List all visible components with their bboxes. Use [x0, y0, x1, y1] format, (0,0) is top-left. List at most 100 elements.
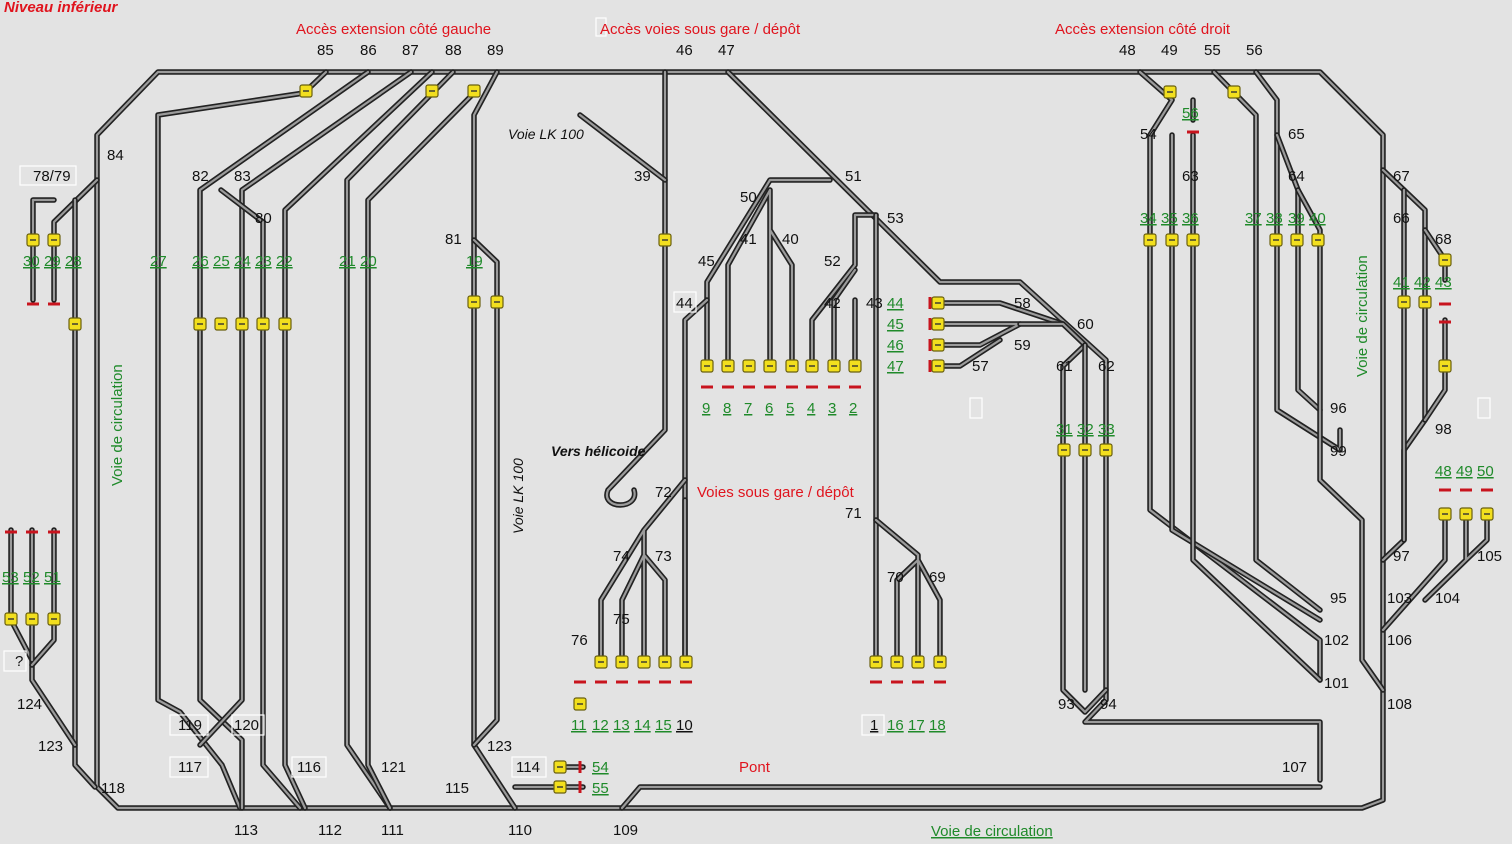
track-label: 18	[929, 717, 946, 734]
label-voie-circulation-bottom: Voie de circulation	[931, 823, 1053, 840]
track-label: 28	[65, 253, 82, 270]
track-label: 55	[592, 780, 609, 797]
turnout-label: 96	[1330, 400, 1347, 417]
turnout-label: 113	[234, 822, 258, 839]
track-label: 52	[23, 569, 40, 586]
track-segment	[365, 90, 477, 811]
track-segment-inner	[1296, 188, 1385, 692]
track-segment	[1211, 69, 1323, 613]
turnout-label: 109	[613, 822, 638, 839]
turnout-label: 118	[101, 780, 125, 797]
buffer-stops	[5, 130, 1493, 793]
label-frame	[1477, 397, 1491, 419]
turnout-label: 84	[107, 147, 124, 164]
turnout-label: 111	[381, 822, 404, 839]
track-label: 21	[339, 253, 356, 270]
turnout-label: 93	[1058, 696, 1075, 713]
turnout-label: 39	[634, 168, 651, 185]
turnout-label: 117	[178, 759, 202, 776]
track-label: 1	[870, 717, 878, 734]
track-segment-inner	[1381, 168, 1427, 562]
track-label: 44	[887, 295, 904, 312]
track-label: 43	[1435, 274, 1452, 291]
label-frame	[673, 291, 697, 313]
label-voie-circulation-right: Voie de circulation	[1354, 255, 1371, 377]
track-label: 26	[192, 253, 209, 270]
label-frame	[169, 756, 209, 778]
track-label: 46	[887, 337, 904, 354]
track-label: 5	[786, 400, 794, 417]
label-voie-circulation-left: Voie de circulation	[109, 364, 126, 486]
track-segment	[30, 197, 57, 303]
track-segment	[619, 784, 1323, 811]
track-segment-inner	[1423, 518, 1489, 602]
track-label: 34	[1140, 210, 1157, 227]
track-label: 8	[723, 400, 731, 417]
track-label: 51	[44, 569, 61, 586]
track-label: 6	[765, 400, 773, 417]
turnout-label: 110	[508, 822, 532, 839]
turnout-label: 62	[1098, 358, 1115, 375]
track-label: 31	[1056, 421, 1073, 438]
track-segment-inner	[874, 518, 942, 662]
label-boxes	[3, 17, 1491, 778]
track-segment-inner	[1254, 70, 1342, 452]
track-label: 11	[571, 717, 587, 734]
turnout-label: 61	[1056, 358, 1073, 375]
track-label: 29	[44, 253, 61, 270]
turnout-label: 98	[1435, 421, 1452, 438]
turnout-label: 74	[613, 548, 630, 565]
turnout-label: 46	[676, 42, 693, 59]
track-segment-inner	[283, 70, 434, 810]
track-labels: 30 29 28 27 26 25 24 23 22 21 20 19 9 8 …	[2, 105, 1494, 797]
track-label: 19	[466, 253, 483, 270]
track-label: 25	[213, 253, 230, 270]
turnout-label: 99	[1330, 443, 1347, 460]
label-frame	[511, 756, 547, 778]
track-label: 53	[2, 569, 19, 586]
track-segment-inner	[366, 91, 476, 810]
track-label: 35	[1161, 210, 1178, 227]
turnout-label: ?	[15, 653, 23, 670]
turnout-label: 58	[1014, 295, 1031, 312]
track-segment	[471, 237, 500, 748]
track-segment	[873, 517, 943, 663]
turnout-label: 57	[972, 358, 989, 375]
track-segment-inner	[810, 213, 878, 367]
label-frame	[969, 397, 983, 419]
track-label: 32	[1077, 421, 1094, 438]
track-segment-inner	[726, 70, 1322, 782]
track-label: 4	[807, 400, 815, 417]
turnout-label: 69	[929, 569, 946, 586]
turnout-label: 45	[698, 253, 715, 270]
turnout-label: 72	[655, 484, 672, 501]
turnout-label: 52	[824, 253, 841, 270]
track-segment-inner	[938, 301, 1065, 368]
turnout-label: 41	[740, 231, 757, 248]
turnout-label: 123	[487, 738, 512, 755]
turnout-label: 55	[1204, 42, 1221, 59]
turnout-label: 49	[1161, 42, 1178, 59]
track-label: 2	[849, 400, 857, 417]
track-segment-inner	[599, 478, 687, 662]
turnout-label: 115	[445, 780, 469, 797]
track-label: 49	[1456, 463, 1473, 480]
turnout-label: 59	[1014, 337, 1031, 354]
track-label: 22	[276, 253, 293, 270]
turnout-label: 106	[1387, 632, 1412, 649]
track-segment-inner	[345, 70, 455, 810]
turnout-label: 43	[866, 295, 883, 312]
turnout-label: 114	[516, 759, 540, 776]
label-frame	[291, 756, 327, 778]
turnout-label: 48	[1119, 42, 1136, 59]
track-label: 10	[676, 717, 693, 734]
track-label: 9	[702, 400, 710, 417]
turnout-label: 54	[1140, 126, 1157, 143]
turnout-label: 71	[845, 505, 862, 522]
label-frame	[861, 714, 885, 736]
turnout-label: 95	[1330, 590, 1347, 607]
turnout-label: 87	[402, 42, 419, 59]
track-segment-inner	[472, 70, 517, 810]
turnout-label: 44	[676, 295, 693, 312]
track-label: 50	[1477, 463, 1494, 480]
